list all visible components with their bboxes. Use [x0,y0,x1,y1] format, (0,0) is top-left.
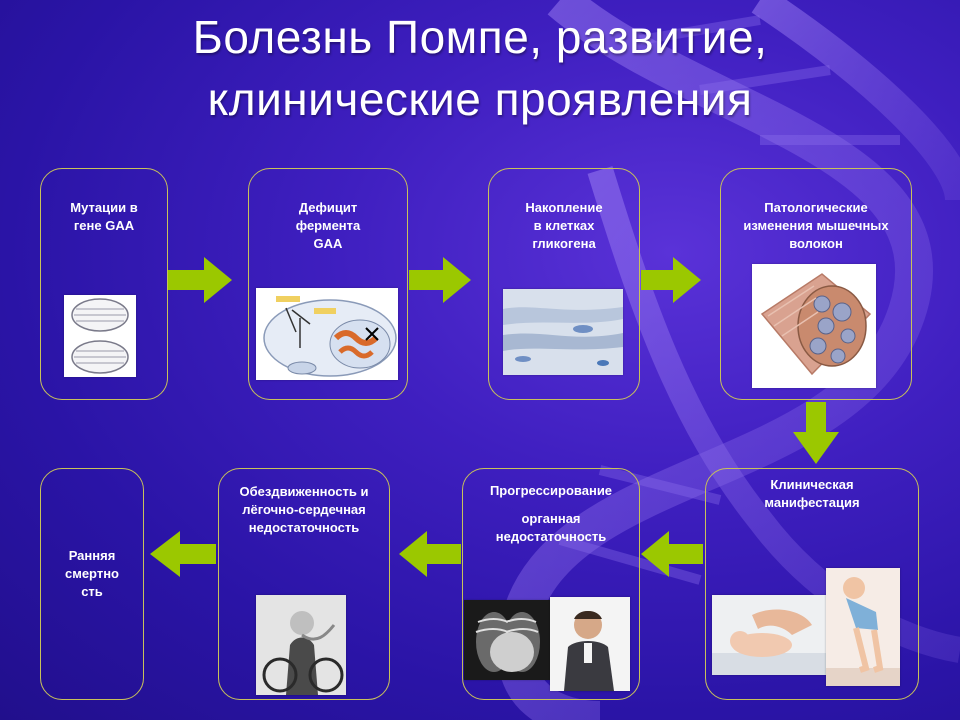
child-image [826,568,900,686]
step-mutations-label: Мутации в гене GAA [70,200,138,233]
chromosome-image [64,295,136,377]
step-deficit-box [248,168,408,400]
slide-title: Болезнь Помпе, развитие, клинические про… [192,11,768,125]
arrow-right-3 [641,257,701,303]
step-progression-subtitle: органная недостаточность [495,511,607,544]
step-mutations-box [40,168,168,400]
step-deficit-label: Дефицит фермента GAA [295,200,361,251]
arrow-right-1 [168,257,232,303]
arrow-left-1 [641,531,703,577]
tissue-micrograph-image [503,289,623,375]
step-death-box [40,468,144,700]
step-progression-box [462,468,640,700]
step-manifestation-label: Клиническая манифестация [764,477,860,510]
step-accumulation-box [488,168,640,400]
step-manifestation-box [705,468,919,700]
infant-image [712,595,826,675]
step-progression-title: Прогрессирование [489,483,613,498]
step-pathology-label: Патологические изменения мышечных волоко… [743,200,889,251]
cell-diagram-image [256,288,398,380]
arrow-right-2 [409,257,471,303]
step-immobility-box [218,468,390,700]
chest-xray-image [464,600,550,680]
patient-wheelchair-image [550,597,630,691]
arrow-left-3 [150,531,216,577]
step-pathology-box [720,168,912,400]
step-immobility-label: Обездвиженность и лёгочно-сердечная недо… [239,484,369,535]
muscle-fiber-image [752,264,876,388]
arrow-left-2 [399,531,461,577]
step-death-label: Ранняя смертно сть [64,548,119,599]
step-accumulation-label: Накопление в клетках гликогена [525,200,603,251]
patient-ventilator-image [256,595,346,695]
arrow-down [793,402,839,464]
